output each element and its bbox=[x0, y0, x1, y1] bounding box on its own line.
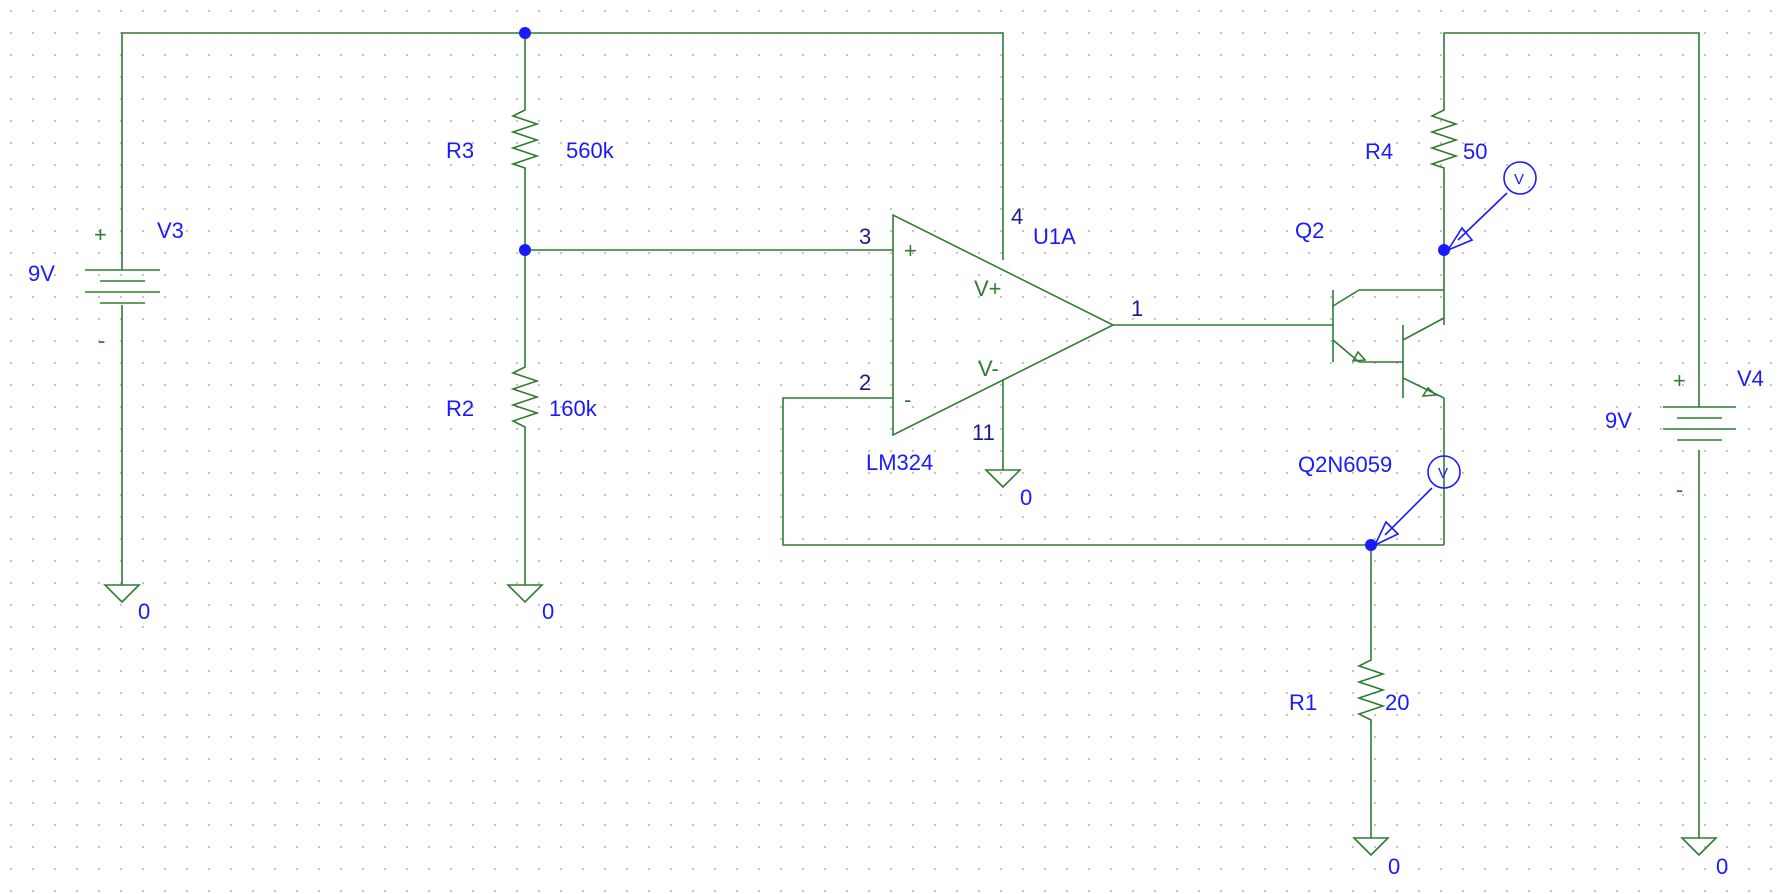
q2-model-label: Q2N6059 bbox=[1298, 452, 1392, 477]
wire-v4-loop[interactable] bbox=[1443, 32, 1700, 375]
r2-ref-label: R2 bbox=[446, 396, 474, 421]
junction-dot bbox=[1365, 539, 1377, 551]
ground-r2-label: 0 bbox=[542, 599, 554, 624]
probe-v-icon: V bbox=[1438, 465, 1448, 482]
wire-top-rail[interactable] bbox=[121, 32, 1004, 270]
r4-ref-label: R4 bbox=[1365, 139, 1393, 164]
resistor-r2[interactable]: R2 160k bbox=[446, 362, 598, 433]
r3-ref-label: R3 bbox=[446, 138, 474, 163]
v3-value-label: 9V bbox=[28, 261, 55, 286]
opamp-plus-sign: + bbox=[904, 238, 917, 263]
v4-ref-label: V4 bbox=[1737, 366, 1764, 391]
voltage-probe-emitter[interactable]: V bbox=[1373, 455, 1461, 547]
junction-dot bbox=[519, 27, 531, 39]
ground-r2[interactable]: 0 bbox=[506, 584, 554, 624]
resistor-r3[interactable]: R3 560k bbox=[446, 105, 615, 173]
opamp-pin3-label: 3 bbox=[859, 224, 871, 249]
ground-v4[interactable]: 0 bbox=[1680, 837, 1728, 879]
resistor-r4[interactable]: R4 50 bbox=[1365, 105, 1487, 173]
r1-value-label: 20 bbox=[1385, 690, 1409, 715]
opamp-pin2-label: 2 bbox=[859, 370, 871, 395]
opamp-pin4-label: 4 bbox=[1011, 204, 1023, 229]
q2-ref-label: Q2 bbox=[1295, 218, 1324, 243]
opamp-u1a[interactable]: + - V+ V- 3 2 4 1 11 U1A LM324 bbox=[859, 204, 1143, 475]
ground-v4-label: 0 bbox=[1716, 854, 1728, 879]
transistor-q2[interactable]: Q2 Q2N6059 bbox=[1295, 218, 1445, 477]
battery-v4[interactable]: + - V4 9V bbox=[1605, 366, 1764, 502]
opamp-model-label: LM324 bbox=[866, 450, 933, 475]
ground-v3[interactable]: 0 bbox=[103, 584, 150, 624]
opamp-ref-label: U1A bbox=[1033, 224, 1076, 249]
probe-v-icon: V bbox=[1514, 171, 1524, 188]
ground-opamp[interactable]: 0 bbox=[984, 469, 1032, 510]
voltage-probe-collector[interactable]: V bbox=[1445, 161, 1537, 252]
v4-plus-sign: + bbox=[1673, 368, 1686, 393]
v3-minus-sign: - bbox=[98, 328, 105, 353]
battery-v3[interactable]: + - V3 9V bbox=[28, 218, 184, 353]
r1-ref-label: R1 bbox=[1289, 690, 1317, 715]
opamp-minus-sign: - bbox=[904, 387, 911, 412]
resistor-r1[interactable]: R1 20 bbox=[1289, 655, 1409, 725]
opamp-vplus-name: V+ bbox=[974, 276, 1002, 301]
wire-feedback[interactable] bbox=[782, 397, 1444, 546]
opamp-pin11-label: 11 bbox=[972, 420, 995, 445]
v4-value-label: 9V bbox=[1605, 408, 1632, 433]
v3-ref-label: V3 bbox=[157, 218, 184, 243]
ground-r1-label: 0 bbox=[1388, 854, 1400, 879]
opamp-pin1-label: 1 bbox=[1131, 296, 1143, 321]
ground-opamp-label: 0 bbox=[1020, 485, 1032, 510]
junction-dot bbox=[519, 244, 531, 256]
opamp-vminus-name: V- bbox=[978, 356, 999, 381]
v3-plus-sign: + bbox=[94, 222, 107, 247]
r2-value-label: 160k bbox=[549, 396, 598, 421]
ground-v3-label: 0 bbox=[138, 599, 150, 624]
ground-r1[interactable]: 0 bbox=[1352, 837, 1400, 879]
r4-value-label: 50 bbox=[1463, 139, 1487, 164]
r3-value-label: 560k bbox=[566, 138, 615, 163]
junction-dot bbox=[1438, 244, 1450, 256]
v4-minus-sign: - bbox=[1676, 477, 1683, 502]
